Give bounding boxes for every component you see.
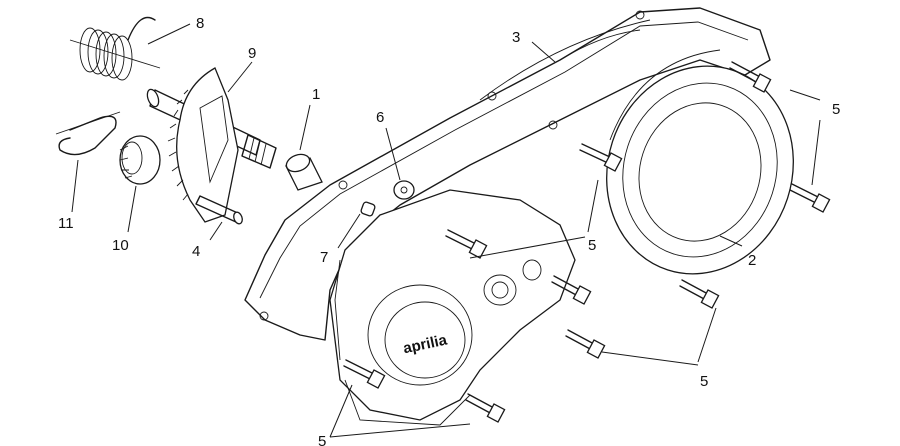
bolt-part [789, 183, 831, 213]
bolt-part [679, 279, 720, 309]
bolt-part [579, 143, 623, 172]
callout-1: 1 [312, 86, 320, 103]
bushing-part [285, 153, 323, 191]
callout-5-a: 5 [832, 101, 840, 118]
bolt-part [343, 359, 386, 389]
bolt-part [565, 329, 606, 359]
round-cover-part [606, 49, 794, 275]
callout-3: 3 [512, 29, 520, 46]
callout-2: 2 [748, 252, 756, 269]
leader-lines [71, 23, 821, 438]
bolt-part [729, 61, 772, 93]
callout-5-b: 5 [588, 237, 596, 254]
callout-8: 8 [196, 15, 204, 32]
callout-5-d: 5 [318, 433, 326, 446]
wire-clip-part [55, 111, 121, 156]
kickstart-shaft-part [146, 67, 277, 223]
callout-11: 11 [58, 215, 74, 232]
callout-6: 6 [376, 109, 384, 126]
callout-9: 9 [248, 45, 256, 62]
callout-5-c: 5 [700, 373, 708, 390]
callout-4: 4 [192, 243, 200, 260]
washer-part [393, 180, 415, 200]
callout-10: 10 [112, 237, 129, 254]
pin-part [195, 195, 243, 225]
pinion-gear-part [119, 135, 161, 185]
bolt-part [465, 393, 506, 423]
bolt-part [445, 229, 488, 259]
callout-7: 7 [320, 249, 328, 266]
spring-part [69, 16, 161, 81]
front-cover-part: aprilia [329, 189, 576, 426]
bolt-part [551, 275, 592, 305]
dowel-pin-part [360, 201, 376, 217]
